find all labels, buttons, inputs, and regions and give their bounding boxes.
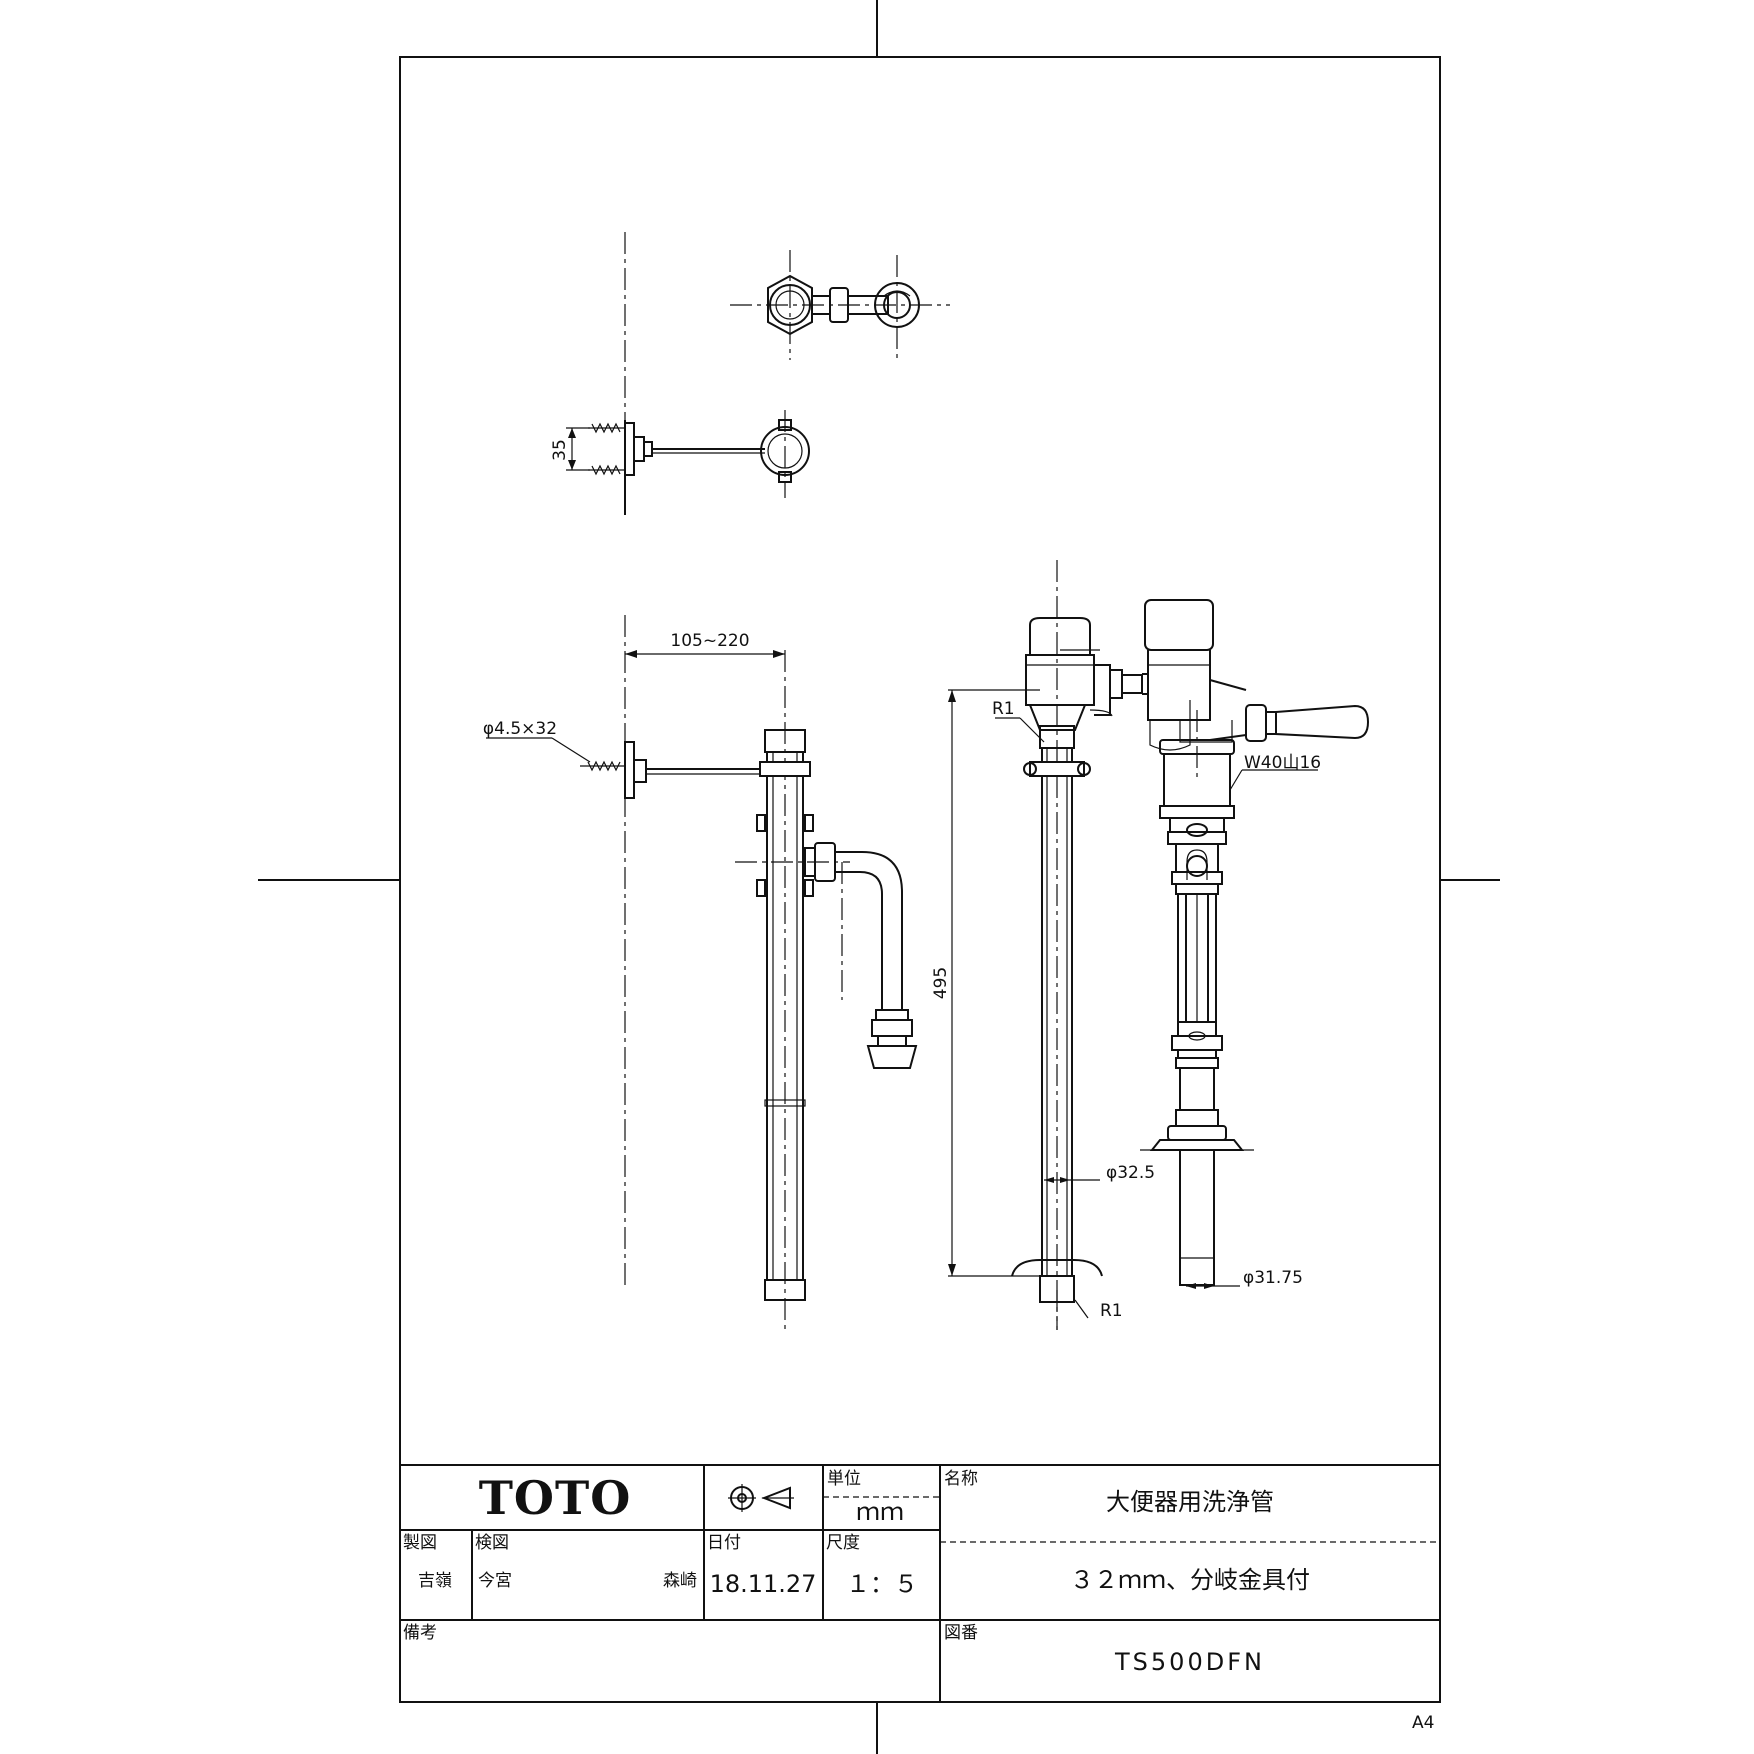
dim-screw: φ4.5×32	[483, 719, 557, 739]
scale-value: １：５	[846, 1570, 918, 1598]
date-value: 18.11.27	[710, 1570, 817, 1598]
name-label: 名称	[944, 1469, 978, 1489]
remarks-label: 備考	[403, 1623, 437, 1643]
main-pipe-view	[948, 689, 1240, 1330]
side-view	[486, 615, 918, 1330]
dim-branch-diameter: φ31.75	[1243, 1268, 1303, 1288]
unit-value: ｍｍ	[856, 1498, 904, 1526]
third-angle-projection-icon	[728, 1484, 794, 1512]
product-name: 大便器用洗浄管	[1106, 1488, 1274, 1516]
dim-pipe-diameter: φ32.5	[1106, 1163, 1155, 1183]
checked-label: 検図	[475, 1533, 509, 1553]
dim-bracket-spacing: 35	[550, 439, 570, 461]
bracket-plan-view	[566, 410, 810, 515]
scale-label: 尺度	[826, 1533, 860, 1553]
drawn-label: 製図	[403, 1533, 437, 1553]
product-spec: ３２ｍｍ、分岐金具付	[1070, 1566, 1310, 1594]
title-block	[399, 1464, 1441, 1703]
drawing-number: TS500DFN	[1114, 1648, 1265, 1676]
checked-by-1: 今宮	[478, 1571, 512, 1591]
drawing-number-label: 図番	[944, 1623, 978, 1643]
unit-label: 単位	[827, 1469, 861, 1489]
dim-thread: W40山16	[1244, 753, 1321, 773]
company-logo: TOTO	[479, 1471, 632, 1525]
paper-size: A4	[1412, 1713, 1434, 1733]
dim-reach-range: 105~220	[670, 631, 749, 651]
drawn-by: 吉嶺	[418, 1571, 452, 1591]
checked-by-2: 森崎	[663, 1571, 697, 1591]
drawing-border	[399, 56, 1441, 1703]
date-label: 日付	[707, 1533, 741, 1553]
front-view	[1025, 560, 1370, 1330]
dim-radius-top: R1	[992, 699, 1015, 719]
dim-radius-bottom: R1	[1100, 1301, 1123, 1321]
dim-height: 495	[931, 967, 951, 999]
hex-nut	[767, 274, 813, 336]
